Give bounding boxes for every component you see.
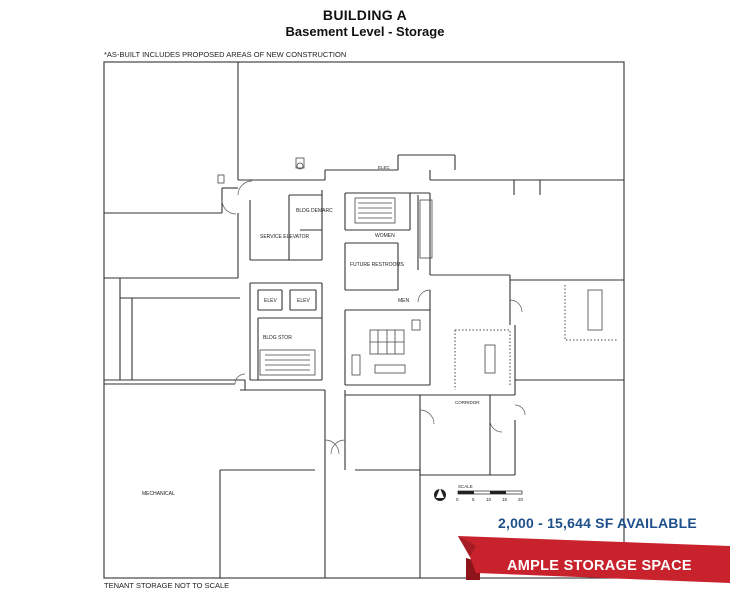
building-title: BUILDING A (322, 7, 408, 23)
ribbon-text: AMPLE STORAGE SPACE (507, 558, 692, 574)
promo-ribbon: AMPLE STORAGE SPACE (458, 536, 730, 583)
scale-bar: SCALE 0 5 10 15 20 (456, 484, 524, 502)
label-future-restrooms: FUTURE RESTROOMS (350, 262, 405, 268)
scale-tick-15: 15 (502, 497, 508, 502)
dotted-partitions (430, 274, 618, 390)
label-women: WOMEN (375, 233, 395, 239)
label-bldg-stor: BLDG STOR (263, 335, 292, 341)
tenant-storage-note: TENANT STORAGE NOT TO SCALE (104, 581, 230, 590)
scale-tick-0: 0 (456, 497, 459, 502)
scale-label: SCALE (458, 484, 473, 489)
label-elev-1: ELEV (264, 298, 277, 304)
label-mechanical: MECHANICAL (142, 491, 175, 497)
fixtures (217, 157, 603, 376)
north-arrow-icon (434, 488, 446, 501)
label-elec: ELEC (378, 165, 391, 170)
label-bldg-demarc: BLDG DEMARC (296, 208, 333, 214)
door-swings (221, 180, 526, 455)
level-subtitle: Basement Level - Storage (285, 24, 445, 39)
label-corridor: CORRIDOR (455, 400, 480, 405)
scale-tick-10: 10 (486, 497, 492, 502)
label-men: MEN (398, 298, 410, 304)
scale-tick-5: 5 (472, 497, 475, 502)
label-service-elevator: SERVICE ELEVATOR (260, 234, 309, 240)
scale-tick-20: 20 (518, 497, 524, 502)
as-built-note: *AS-BUILT INCLUDES PROPOSED AREAS OF NEW… (104, 50, 347, 59)
label-elev-2: ELEV (297, 298, 310, 304)
floor-plan-walls (103, 61, 625, 579)
availability-text: 2,000 - 15,644 SF AVAILABLE (498, 515, 697, 531)
